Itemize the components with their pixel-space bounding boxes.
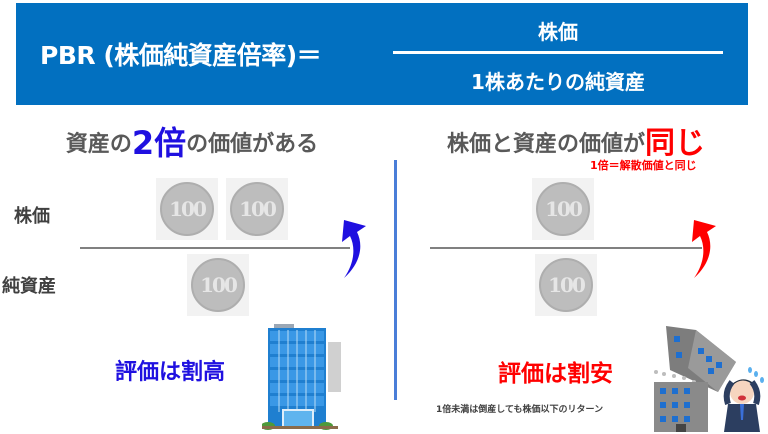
right-footnote: 1倍未満は倒産しても株価以下のリターン	[436, 405, 604, 415]
right-heading-accent: 同じ	[645, 126, 705, 161]
left-heading-accent: 2倍	[131, 124, 187, 162]
panel-divider	[394, 160, 397, 400]
left-baseline	[80, 247, 350, 249]
formula-lhs: PBR (株価純資産倍率)＝	[40, 41, 322, 70]
coin-tile: 100	[187, 254, 249, 316]
curved-arrow-up-icon	[342, 220, 366, 278]
fraction-line	[393, 51, 723, 54]
coin-100-icon: 100	[539, 258, 593, 312]
right-verdict: 評価は割安	[498, 361, 613, 387]
left-heading-prefix: 資産の	[65, 132, 132, 157]
label-stock-price: 株価	[14, 206, 50, 227]
formula-numerator: 株価	[538, 20, 578, 44]
coin-tile: 100	[226, 178, 288, 240]
left-verdict: 評価は割高	[115, 360, 226, 385]
left-heading: 資産の2倍の価値がある	[0, 118, 384, 164]
coin-tile: 100	[156, 178, 218, 240]
curved-arrow-up-icon	[692, 220, 716, 278]
label-net-assets: 純資産	[2, 276, 56, 297]
collapsing-building-worried-man-icon	[654, 326, 764, 432]
coin-100-icon: 100	[230, 182, 284, 236]
office-building-icon	[262, 324, 341, 430]
coin-tile: 100	[535, 254, 597, 316]
coin-100-icon: 100	[536, 182, 590, 236]
right-heading-prefix: 株価と資産の価値が	[446, 132, 645, 157]
coin-100-icon: 100	[191, 258, 245, 312]
coin-tile: 100	[532, 178, 594, 240]
formula-denominator: 1株あたりの純資産	[471, 70, 645, 94]
formula-banner	[16, 3, 748, 105]
left-heading-suffix: の価値がある	[186, 132, 319, 157]
right-heading: 株価と資産の価値が同じ	[384, 118, 768, 162]
right-subnote: 1倍＝解散価値と同じ	[590, 159, 697, 172]
right-baseline	[430, 247, 702, 249]
coin-100-icon: 100	[160, 182, 214, 236]
